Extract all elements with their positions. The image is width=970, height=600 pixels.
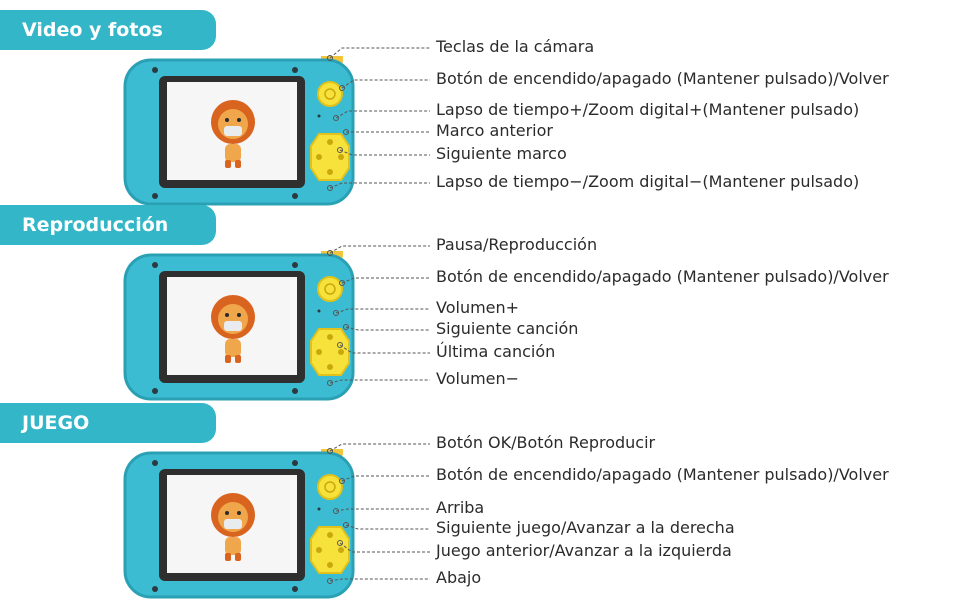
- label-2: Botón de encendido/apagado (Mantener pul…: [436, 465, 889, 484]
- leader-line: [341, 475, 430, 482]
- dpad-icon: [310, 133, 350, 181]
- section-title: Video y fotos: [0, 10, 216, 50]
- camera-illustration: [123, 449, 355, 599]
- label-6: Volumen−: [436, 369, 520, 388]
- label-3: Lapso de tiempo+/Zoom digital+(Mantener …: [436, 100, 860, 119]
- power-button-icon: [317, 81, 343, 107]
- leader-line: [345, 524, 430, 530]
- label-6: Abajo: [436, 568, 482, 587]
- label-1: Teclas de la cámara: [436, 37, 595, 56]
- leader-line: [341, 79, 430, 89]
- dpad-icon: [310, 526, 350, 574]
- label-6: Lapso de tiempo−/Zoom digital−(Mantener …: [436, 172, 860, 191]
- section-title: Reproducción: [0, 205, 216, 245]
- camera-illustration: [123, 251, 355, 401]
- power-button-icon: [317, 276, 343, 302]
- leader-line: [345, 326, 430, 331]
- label-1: Pausa/Reproducción: [436, 235, 598, 254]
- lion-mascot-icon: [211, 493, 255, 561]
- label-3: Arriba: [436, 498, 485, 517]
- section-title: JUEGO: [0, 403, 216, 443]
- label-5: Última canción: [436, 342, 556, 361]
- camera-illustration: [123, 56, 355, 206]
- label-2: Botón de encendido/apagado (Mantener pul…: [436, 69, 889, 88]
- power-button-icon: [317, 474, 343, 500]
- section-video-fotos: Video y fotos: [0, 10, 970, 206]
- label-3: Volumen+: [436, 298, 520, 317]
- label-4: Siguiente juego/Avanzar a la derecha: [436, 518, 735, 537]
- label-4: Marco anterior: [436, 121, 553, 140]
- label-5: Siguiente marco: [436, 144, 567, 163]
- label-2: Botón de encendido/apagado (Mantener pul…: [436, 267, 889, 286]
- section-juego: JUEGO: [0, 403, 970, 599]
- dpad-icon: [310, 328, 350, 376]
- lion-mascot-icon: [211, 100, 255, 168]
- lion-mascot-icon: [211, 295, 255, 363]
- label-1: Botón OK/Botón Reproducir: [436, 433, 656, 452]
- label-5: Juego anterior/Avanzar a la izquierda: [436, 541, 732, 560]
- section-reproduccion: Reproducción: [0, 205, 970, 401]
- leader-line: [341, 277, 430, 284]
- label-4: Siguiente canción: [436, 319, 579, 338]
